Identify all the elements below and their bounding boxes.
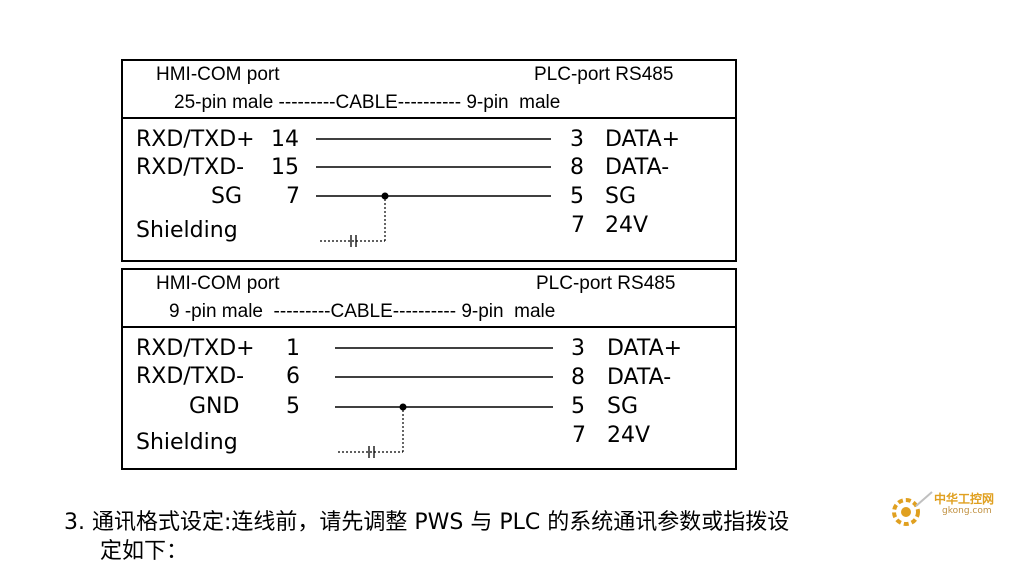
- junction-dot: [381, 192, 389, 200]
- signal-label: RXD/TXD+: [136, 127, 255, 152]
- plc-signal: DATA+: [605, 127, 681, 152]
- hmi-pin: 5: [286, 394, 300, 419]
- hmi-pin: 14: [271, 127, 299, 152]
- hmi-pin: 7: [286, 184, 300, 209]
- plc-port-title: PLC-port RS485: [534, 64, 674, 85]
- hmi-port-title: HMI-COM port: [156, 64, 280, 85]
- plc-port-title: PLC-port RS485: [536, 273, 676, 294]
- watermark: 中华工控网 gkong.com: [886, 486, 1016, 536]
- wiring-diagram-9pin: HMI-COM port PLC-port RS485 9 -pin male …: [121, 268, 737, 470]
- gear-icon: [892, 491, 933, 526]
- plc-signal: DATA-: [605, 155, 670, 180]
- junction-dot: [399, 403, 407, 411]
- hmi-pin: 6: [286, 364, 300, 389]
- plc-pin: 3: [571, 336, 585, 361]
- cable-spec: 25-pin male ---------CABLE---------- 9-p…: [174, 92, 561, 113]
- diagram-header: HMI-COM port PLC-port RS485 25-pin male …: [123, 61, 735, 119]
- plc-pin: 7: [572, 423, 586, 448]
- hmi-pin: 15: [271, 155, 299, 180]
- signal-label: GND: [189, 394, 240, 419]
- plc-signal: DATA+: [607, 336, 683, 361]
- hmi-port-title: HMI-COM port: [156, 273, 280, 294]
- plc-pin: 8: [571, 365, 585, 390]
- section-text-continued: 定如下：: [100, 539, 189, 564]
- wire-lines: [335, 347, 553, 458]
- plc-pin: 5: [571, 394, 585, 419]
- signal-label: SG: [211, 184, 243, 209]
- plc-signal: 24V: [605, 213, 649, 238]
- signal-label: RXD/TXD-: [136, 155, 245, 180]
- plc-signal: 24V: [607, 423, 651, 448]
- diagram-header: HMI-COM port PLC-port RS485 9 -pin male …: [123, 270, 735, 328]
- wiring-diagram-25pin: HMI-COM port PLC-port RS485 25-pin male …: [121, 59, 737, 262]
- signal-label: RXD/TXD+: [136, 336, 255, 361]
- hmi-pin: 1: [286, 336, 300, 361]
- plc-pin: 3: [570, 127, 584, 152]
- plc-signal: DATA-: [607, 365, 672, 390]
- signal-label: RXD/TXD-: [136, 364, 245, 389]
- plc-signal: SG: [605, 184, 637, 209]
- plc-pin: 7: [571, 213, 585, 238]
- signal-label: Shielding: [136, 218, 238, 243]
- plc-signal: SG: [607, 394, 639, 419]
- cable-spec: 9 -pin male ---------CABLE---------- 9-p…: [169, 301, 556, 322]
- wire-lines: [316, 138, 551, 247]
- plc-pin: 5: [570, 184, 584, 209]
- plc-pin: 8: [570, 155, 584, 180]
- watermark-url: gkong.com: [942, 506, 992, 516]
- signal-label: Shielding: [136, 430, 238, 455]
- watermark-text: 中华工控网: [934, 492, 995, 506]
- section-text: 3. 通讯格式设定:连线前，请先调整 PWS 与 PLC 的系统通讯参数或指拨设: [64, 510, 790, 535]
